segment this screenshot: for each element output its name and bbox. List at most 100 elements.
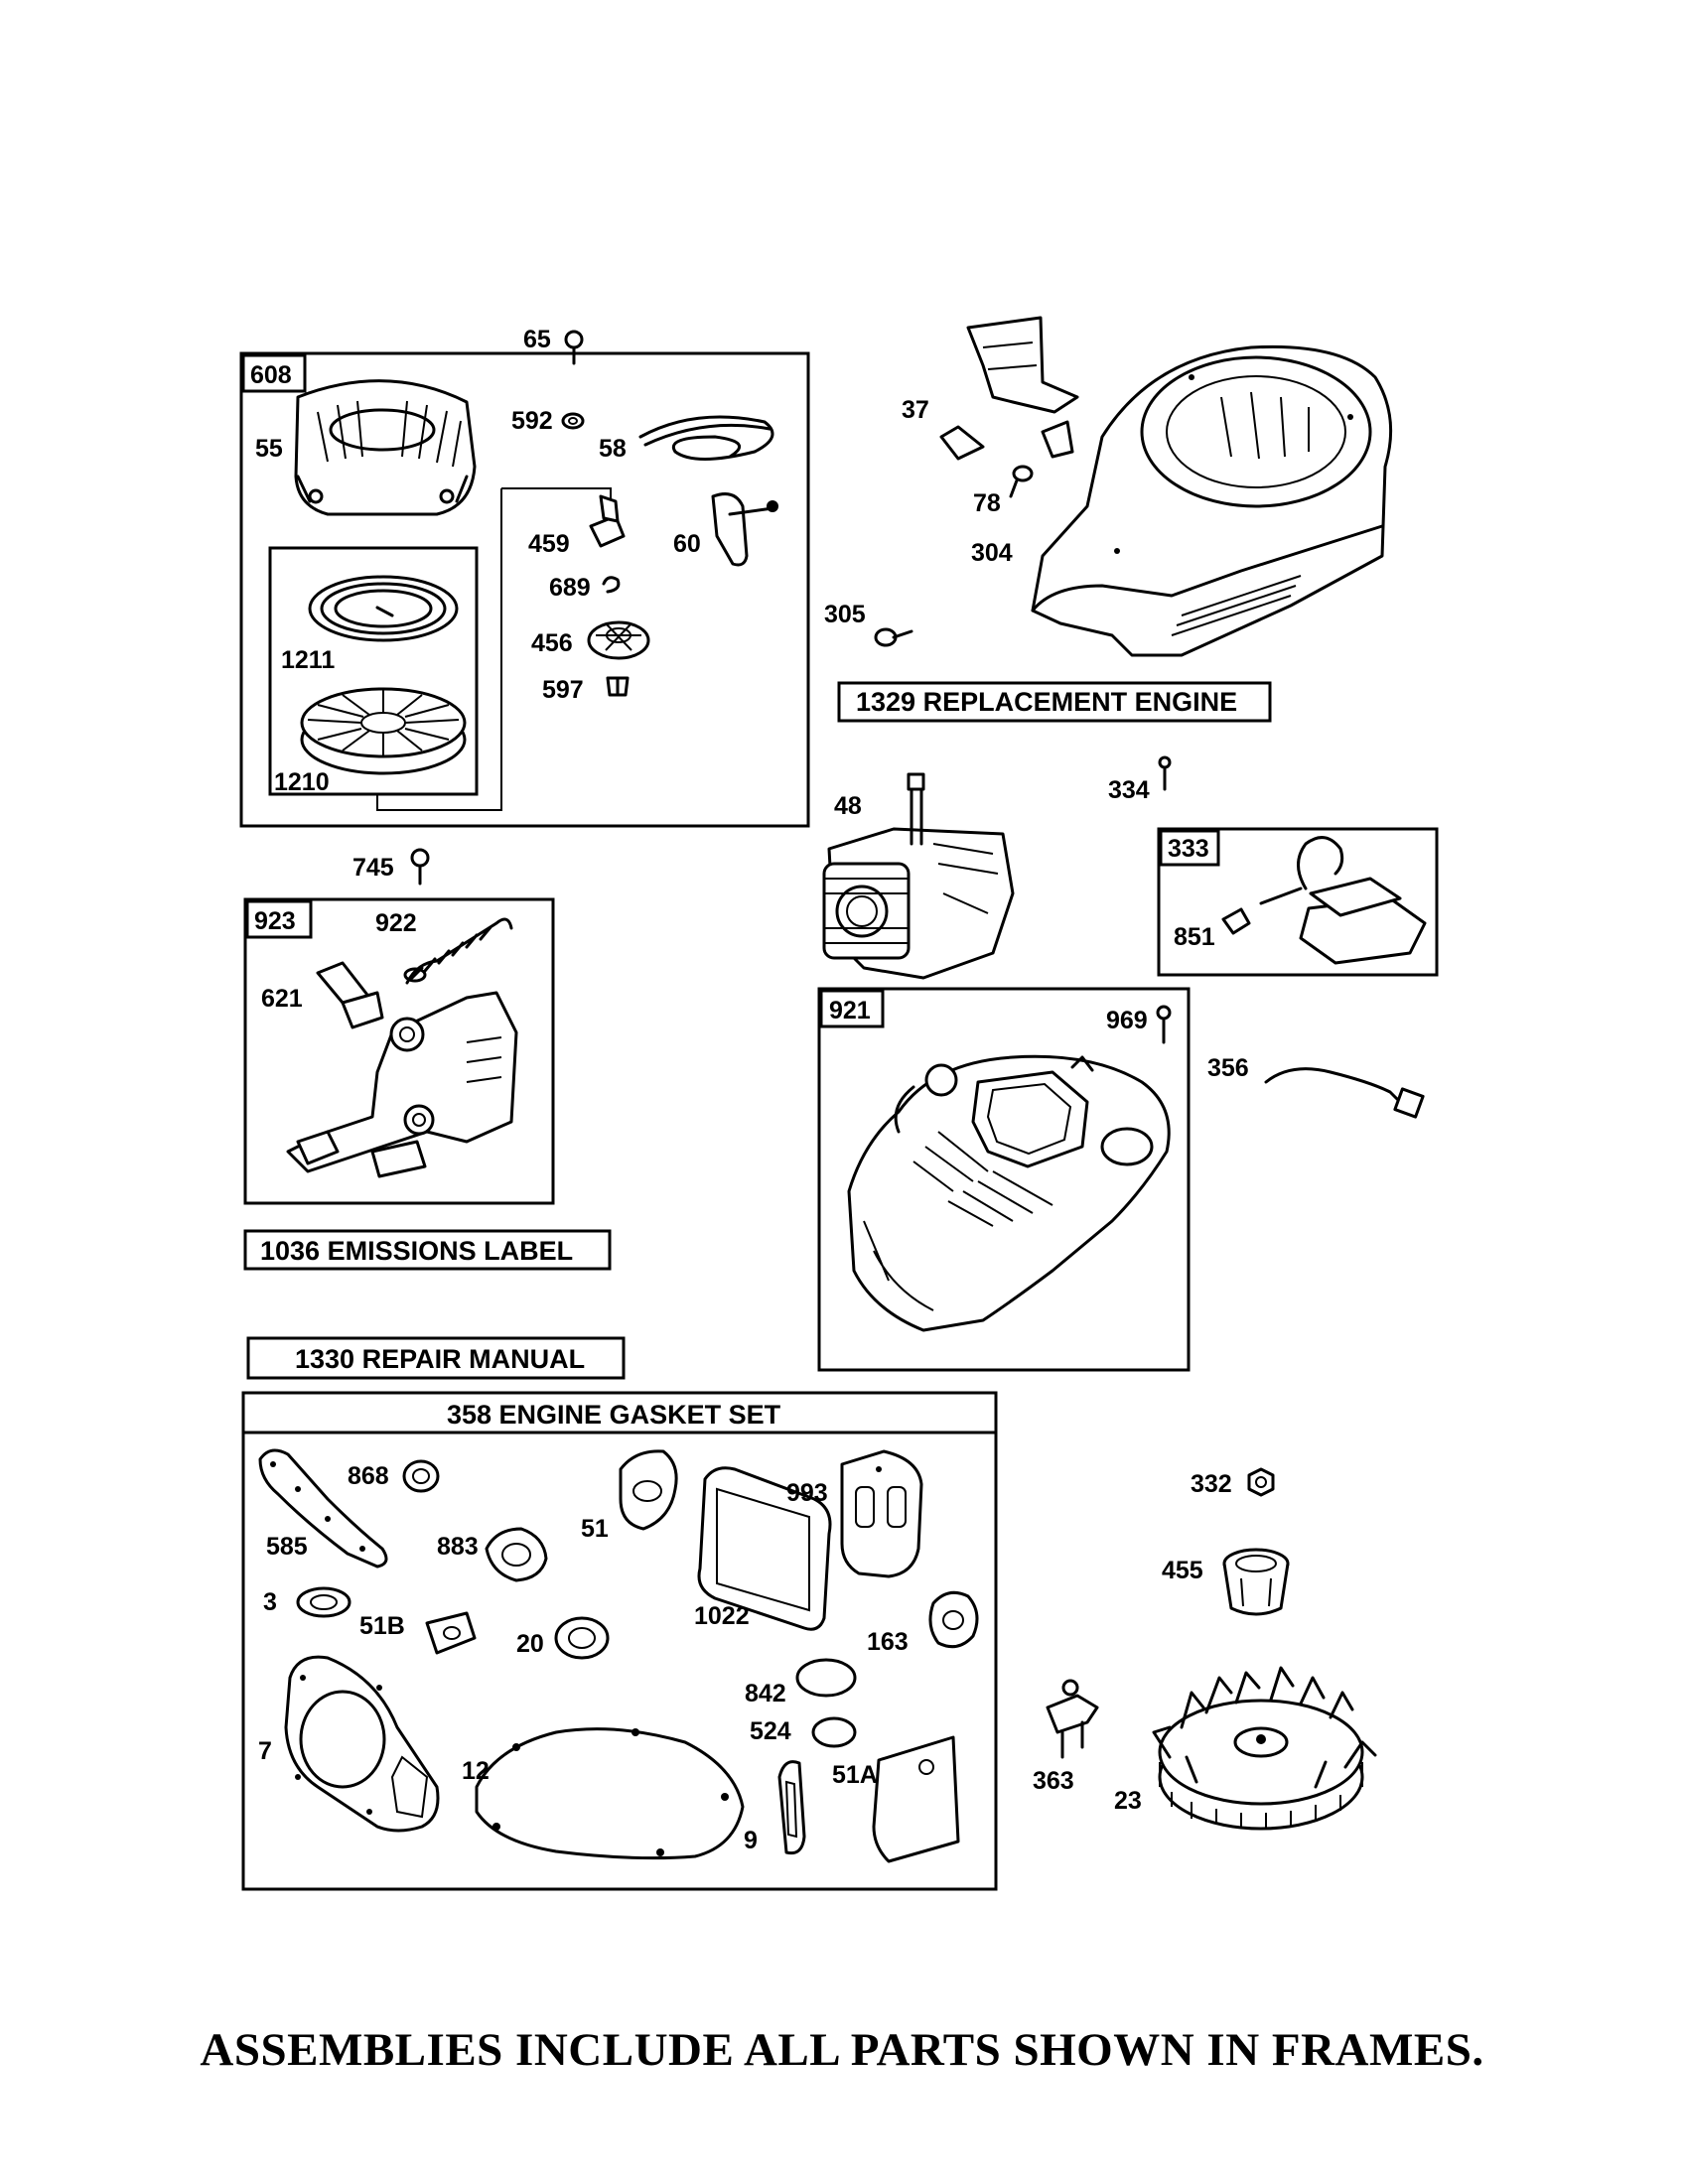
callout-689: 689	[549, 574, 591, 602]
callout-332: 332	[1191, 1470, 1232, 1498]
bolt-part-969	[1156, 1005, 1172, 1044]
blower-housing-part-304	[1031, 344, 1393, 657]
callout-51: 51	[581, 1515, 609, 1543]
gasket-part-51	[619, 1449, 678, 1531]
callout-363: 363	[1033, 1767, 1074, 1795]
callout-55: 55	[255, 435, 283, 463]
oil-seal-part-3	[296, 1586, 351, 1618]
callout-922: 922	[375, 909, 417, 937]
callout-7: 7	[258, 1737, 272, 1765]
callout-969: 969	[1106, 1007, 1148, 1034]
callout-868: 868	[348, 1462, 389, 1490]
frame-358-gasket-set: 358 ENGINE GASKET SET 585 868 883 51	[241, 1391, 998, 1891]
gasket-part-993	[840, 1449, 923, 1578]
frame-923-label: 923	[254, 907, 296, 935]
callout-23: 23	[1114, 1787, 1142, 1815]
callout-745: 745	[352, 854, 394, 882]
frame-921-label: 921	[829, 997, 871, 1024]
callout-597: 597	[542, 676, 584, 704]
gasket-part-585	[258, 1448, 388, 1569]
callout-3: 3	[263, 1588, 277, 1616]
blower-housing-group: 37 78 304 305 1329 REPLACEMENT ENG	[824, 316, 1393, 723]
pawl-part-459	[589, 494, 626, 548]
screw-part-305	[874, 627, 913, 647]
gasket-part-9	[777, 1760, 806, 1855]
callout-60: 60	[673, 530, 701, 558]
frame-608-rewind-starter: 608 55 65 592 58	[239, 326, 810, 828]
starter-handle-part-60	[711, 492, 778, 567]
armature-coil	[1259, 836, 1427, 965]
gasket-part-1022	[697, 1466, 832, 1631]
frame-333-ignition-armature: 333 851	[1157, 827, 1439, 977]
callout-51a: 51A	[832, 1761, 878, 1789]
ground-wire-part-356	[1264, 1067, 1425, 1119]
screw-part-597	[606, 676, 630, 697]
clip-part-851	[1221, 907, 1251, 935]
callout-51b: 51B	[359, 1612, 405, 1640]
screw-part-78	[1009, 465, 1034, 498]
callout-883: 883	[437, 1533, 479, 1561]
bolt-part-334	[1158, 755, 1172, 791]
callout-305: 305	[824, 601, 866, 628]
boxed-label-repair-manual: 1330 REPAIR MANUAL	[295, 1344, 585, 1374]
control-bracket	[286, 991, 518, 1178]
sump-gasket-part-12	[475, 1727, 745, 1860]
o-ring-part-524	[811, 1716, 857, 1748]
gasket-part-51b	[425, 1611, 477, 1655]
screw-part-65	[564, 330, 584, 365]
gasket-set-title: 358 ENGINE GASKET SET	[447, 1400, 781, 1430]
callout-20: 20	[516, 1630, 544, 1658]
callout-851: 851	[1174, 923, 1215, 951]
pulley-part-1210	[300, 687, 467, 775]
screw-part-745	[410, 848, 430, 886]
oil-seal-part-20	[554, 1616, 610, 1660]
callout-842: 842	[745, 1680, 786, 1707]
callout-524: 524	[750, 1717, 791, 1745]
callout-356: 356	[1207, 1054, 1249, 1082]
ratchet-part-456	[587, 620, 650, 660]
footer-note: ASSEMBLIES INCLUDE ALL PARTS SHOWN IN FR…	[200, 2024, 1483, 2076]
callout-78: 78	[973, 489, 1001, 517]
callout-456: 456	[531, 629, 573, 657]
key-part-363	[1046, 1679, 1099, 1759]
callout-585: 585	[266, 1533, 308, 1561]
shield-part-37	[939, 316, 1079, 461]
lever-part-621	[316, 961, 384, 1029]
callout-12: 12	[462, 1757, 490, 1785]
callout-455: 455	[1162, 1557, 1203, 1584]
boxed-label-emissions: 1036 EMISSIONS LABEL	[260, 1236, 573, 1266]
callout-48: 48	[834, 792, 862, 820]
callout-304: 304	[971, 539, 1013, 567]
callout-163: 163	[867, 1628, 909, 1656]
flywheel-part-23	[1152, 1666, 1377, 1831]
o-ring-part-842	[795, 1658, 857, 1698]
short-block-part-48	[822, 772, 1015, 980]
rewind-spring-part-1211	[308, 575, 459, 642]
callout-1210: 1210	[274, 768, 330, 796]
gasket-part-51a	[872, 1735, 960, 1863]
retainer-ring-part-689	[602, 576, 621, 594]
callout-592: 592	[511, 407, 553, 435]
callout-9: 9	[744, 1827, 758, 1854]
head-gasket-part-7	[284, 1655, 440, 1833]
starter-cup-part-455	[1222, 1548, 1290, 1616]
callout-334: 334	[1108, 776, 1150, 804]
spring-part-922	[403, 917, 513, 985]
callout-58: 58	[599, 435, 627, 463]
starter-housing-part-55	[294, 379, 477, 516]
nut-part-592	[561, 412, 585, 430]
gasket-part-883	[485, 1527, 548, 1582]
callout-459: 459	[528, 530, 570, 558]
frame-921-engine-cover: 921 969	[817, 987, 1191, 1372]
starter-rope-part-58	[638, 415, 774, 461]
boxed-label-replacement-engine: 1329 REPLACEMENT ENGINE	[856, 687, 1237, 717]
callout-1211: 1211	[281, 646, 335, 674]
frame-333-label: 333	[1168, 835, 1209, 863]
pulley-subframe	[268, 546, 479, 796]
nut-part-332	[1247, 1467, 1275, 1497]
callout-993: 993	[786, 1479, 828, 1507]
callout-65: 65	[523, 326, 551, 353]
callout-621: 621	[261, 985, 303, 1013]
callout-37: 37	[902, 396, 929, 424]
